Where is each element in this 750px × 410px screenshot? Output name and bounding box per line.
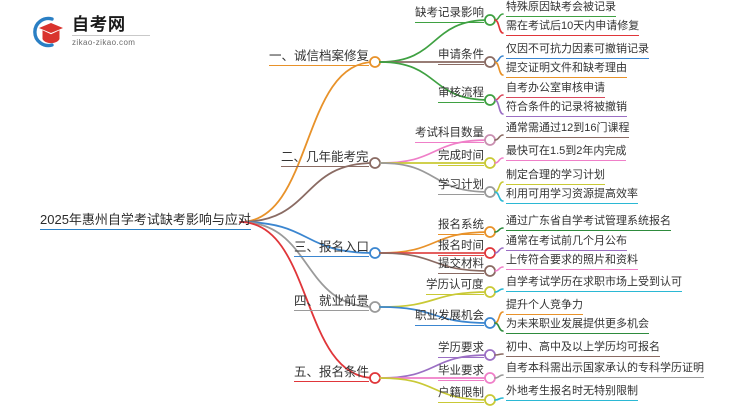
site-logo: 自考网 zikao-zikao.com (27, 12, 167, 52)
sub-label-2-3[interactable]: 学习计划 (438, 179, 484, 195)
leaf-label-4-2-1[interactable]: 提升个人竞争力 (506, 299, 583, 315)
sub-label-1-1[interactable]: 缺考记录影响 (415, 7, 484, 23)
sub-label-4-2[interactable]: 职业发展机会 (415, 310, 484, 326)
leaf-label-3-2-1[interactable]: 通常在考试前几个月公布 (506, 235, 627, 251)
leaf-label-4-2-2[interactable]: 为未来职业发展提供更多机会 (506, 318, 649, 334)
leaf-label-5-2-1[interactable]: 自考本科需出示国家承认的专科学历证明 (506, 362, 704, 378)
sub-label-3-1[interactable]: 报名系统 (438, 219, 484, 235)
sub-label-5-1[interactable]: 学历要求 (438, 342, 484, 358)
sub-label-3-2[interactable]: 报名时间 (438, 240, 484, 256)
logo-subtitle: zikao-zikao.com (72, 38, 136, 47)
branch-label-4[interactable]: 四、就业前景 (294, 294, 370, 311)
branch-label-2[interactable]: 二、几年能考完 (281, 150, 369, 167)
leaf-label-1-2-2[interactable]: 提交证明文件和缺考理由 (506, 62, 627, 78)
logo-text: 自考网 zikao-zikao.com (72, 16, 150, 48)
branch-label-1[interactable]: 一、诚信档案修复 (269, 49, 370, 66)
sub-label-5-2[interactable]: 毕业要求 (438, 365, 484, 381)
leaf-label-5-1-1[interactable]: 初中、高中及以上学历均可报名 (506, 341, 660, 357)
leaf-label-1-2-1[interactable]: 仅因不可抗力因素可撤销记录 (506, 43, 649, 59)
leaf-label-1-1-1[interactable]: 特殊原因缺考会被记录 (506, 1, 616, 17)
root-node-label[interactable]: 2025年惠州自学考试缺考影响与应对 (40, 212, 251, 230)
sub-label-4-1[interactable]: 学历认可度 (426, 279, 484, 295)
sub-label-2-1[interactable]: 考试科目数量 (415, 127, 484, 143)
leaf-label-3-3-1[interactable]: 上传符合要求的照片和资料 (506, 254, 638, 270)
logo-divider (72, 35, 150, 36)
sub-label-1-3[interactable]: 审核流程 (438, 87, 484, 103)
leaf-label-5-3-1[interactable]: 外地考生报名时无特别限制 (506, 385, 638, 401)
leaf-label-1-1-2[interactable]: 需在考试后10天内申请修复 (506, 20, 640, 36)
branch-label-3[interactable]: 三、报名入口 (294, 240, 370, 257)
sub-label-5-3[interactable]: 户籍限制 (438, 387, 484, 403)
leaf-label-2-3-1[interactable]: 制定合理的学习计划 (506, 169, 605, 185)
leaf-label-3-1-1[interactable]: 通过广东省自学考试管理系统报名 (506, 215, 671, 231)
sub-label-1-2[interactable]: 申请条件 (438, 49, 484, 65)
leaf-label-1-3-1[interactable]: 自考办公室审核申请 (506, 82, 605, 98)
sub-label-2-2[interactable]: 完成时间 (438, 150, 484, 166)
sub-label-3-3[interactable]: 提交材料 (438, 258, 484, 274)
leaf-label-4-1-1[interactable]: 自学考试学历在求职市场上受到认可 (506, 276, 682, 292)
leaf-label-1-3-2[interactable]: 符合条件的记录将被撤销 (506, 101, 627, 117)
logo-mark-icon (27, 15, 67, 49)
leaf-label-2-1-1[interactable]: 通常需通过12到16门课程 (506, 122, 630, 138)
leaf-label-2-2-1[interactable]: 最快可在1.5到2年内完成 (506, 145, 627, 161)
leaf-label-2-3-2[interactable]: 利用可用学习资源提高效率 (506, 188, 638, 204)
logo-title: 自考网 (72, 15, 126, 34)
branch-label-5[interactable]: 五、报名条件 (294, 365, 370, 382)
